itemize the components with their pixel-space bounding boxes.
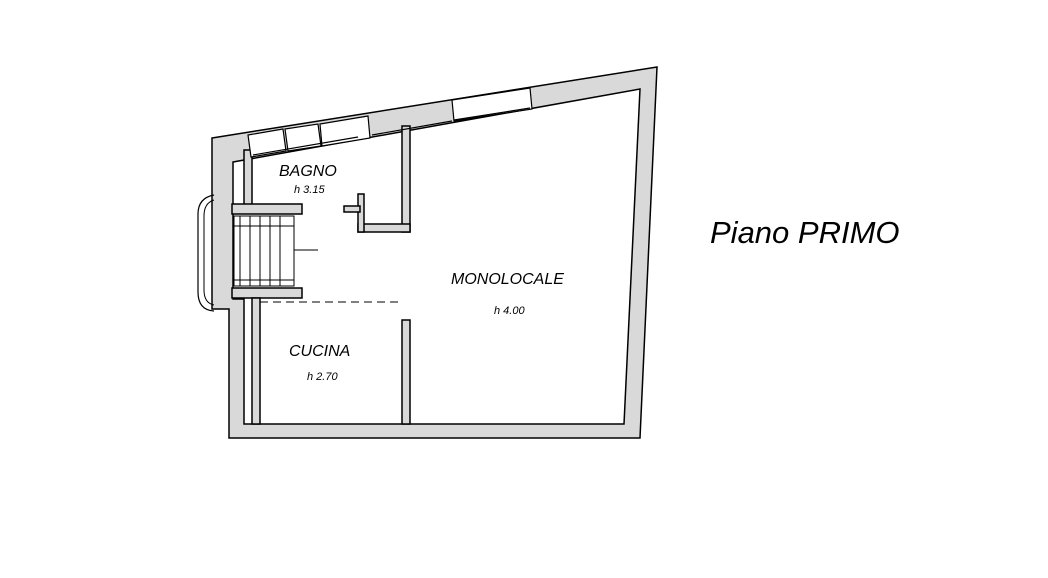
- room-name-monolocale: MONOLOCALE: [451, 271, 564, 288]
- room-height-cucina: h 2.70: [307, 371, 338, 383]
- walls: [211, 66, 658, 439]
- room-height-bagno: h 3.15: [294, 184, 325, 196]
- room-name-bagno: BAGNO: [279, 163, 337, 180]
- partition-walls: [231, 125, 411, 425]
- balcony-inner: [203, 199, 215, 306]
- balcony: [197, 194, 215, 312]
- room-height-monolocale: h 4.00: [494, 305, 525, 317]
- windows: [247, 87, 533, 158]
- staircase: [233, 215, 318, 287]
- floor-title: Piano PRIMO: [710, 215, 900, 250]
- room-name-cucina: CUCINA: [289, 343, 350, 360]
